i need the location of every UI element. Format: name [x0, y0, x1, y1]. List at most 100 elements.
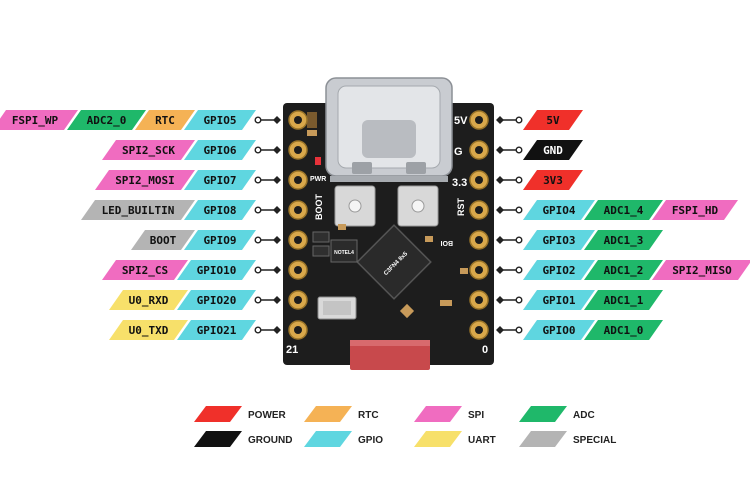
pin-label-text: GND — [543, 144, 563, 157]
pin-label-badge — [177, 320, 256, 340]
pin-hole — [294, 116, 302, 124]
pin-hole — [475, 296, 483, 304]
legend-item-gpio: GPIO — [304, 431, 383, 447]
pin-connector-diamond — [273, 146, 281, 154]
pin-connector-dot — [515, 296, 523, 304]
pin-label-text: U0_RXD — [129, 294, 169, 307]
pin-label-adc1-3: ADC1_3 — [584, 230, 663, 250]
pin-label-gpio9: GPIO9 — [184, 230, 256, 250]
pin-connector-dot — [254, 296, 262, 304]
legend-item-special: SPECIAL — [519, 431, 616, 447]
pin-connector-diamond — [273, 266, 281, 274]
pin-connector-diamond — [496, 116, 504, 124]
pin-label-gpio4: GPIO4 — [523, 200, 595, 220]
legend-swatch — [194, 406, 242, 422]
component-smd — [440, 300, 452, 306]
legend-swatch — [304, 406, 352, 422]
pin-hole — [294, 296, 302, 304]
pin-label-text: FSPI_HD — [672, 204, 719, 217]
pin-label-gnd: GND — [523, 140, 583, 160]
pin-connector-dot — [515, 266, 523, 274]
legend: POWER RTC SPI ADC GROUND GPIO UART SPECIAL — [194, 406, 616, 447]
pin-label-text: ADC1_4 — [604, 204, 644, 217]
legend-label: ADC — [573, 410, 595, 421]
pin-label-text: ADC1_0 — [604, 324, 644, 337]
pin-connector-dot — [515, 116, 523, 124]
pin-label-badge — [523, 290, 595, 310]
pin-label-text: GPIO4 — [542, 204, 575, 217]
pin-label-badge — [184, 170, 256, 190]
pin-label-text: U0_TXD — [129, 324, 169, 337]
pin-label-badge — [584, 230, 663, 250]
pin-hole — [475, 236, 483, 244]
pin-connector-diamond — [273, 296, 281, 304]
esp32-chip — [356, 224, 432, 300]
pin-hole — [475, 176, 483, 184]
pin-label-badge — [584, 200, 663, 220]
legend-label: SPI — [468, 410, 484, 421]
pin-hole — [475, 206, 483, 214]
pin-connector-diamond — [496, 176, 504, 184]
legend-item-power: POWER — [194, 406, 287, 422]
pin-label-text: GPIO5 — [203, 114, 236, 127]
legend-swatch — [414, 431, 462, 447]
pin-hole — [294, 146, 302, 154]
pin-connector-diamond — [496, 326, 504, 334]
legend-label: GROUND — [248, 435, 292, 446]
right-bottom-number: 0 — [482, 344, 488, 356]
pin-label-badge — [652, 200, 738, 220]
component-smd — [307, 130, 317, 136]
pin-label-gpio0: GPIO0 — [523, 320, 595, 340]
esp32-c3-board: C3FN4 8x5 NOTEL4 PWR BOOT RST BOI 5V G 3… — [283, 77, 494, 370]
pin-connector-diamond — [273, 206, 281, 214]
pin-label-text: GPIO10 — [197, 264, 237, 277]
pin-hole — [475, 266, 483, 274]
pin-label-badge — [584, 290, 663, 310]
pin-label-text: SPI2_MOSI — [115, 174, 175, 187]
ceramic-antenna — [350, 340, 430, 346]
pin-label-badge — [184, 200, 256, 220]
pin-label-badge — [523, 140, 583, 160]
legend-swatch — [519, 406, 567, 422]
component-smd — [425, 236, 433, 242]
legend-item-uart: UART — [414, 431, 496, 447]
component-smd — [399, 303, 415, 319]
legend-item-adc: ADC — [519, 406, 595, 422]
pin-label-badge — [584, 260, 663, 280]
pin-label-badge — [109, 290, 188, 310]
pin-connector-diamond — [273, 236, 281, 244]
boi-label: BOI — [441, 239, 454, 246]
pin-connector-dot — [515, 326, 523, 334]
pin-connector-dot — [254, 146, 262, 154]
pin-label-gpio10: GPIO10 — [177, 260, 256, 280]
pin-label-badge — [652, 260, 750, 280]
legend-item-ground: GROUND — [194, 431, 292, 447]
pin-label-text: BOOT — [150, 234, 177, 247]
pin-connector-diamond — [273, 326, 281, 334]
pin-hole — [475, 326, 483, 334]
legend-label: RTC — [358, 410, 379, 421]
pin-connector-diamond — [273, 176, 281, 184]
pin-label-text: GPIO0 — [542, 324, 575, 337]
pin-label-text: RTC — [155, 114, 175, 127]
pin-label-badge — [0, 110, 78, 130]
pin-label-badge — [135, 110, 195, 130]
pin-header-group — [254, 110, 523, 340]
legend-item-spi: SPI — [414, 406, 484, 422]
pin-label-text: SPI2_SCK — [122, 144, 175, 157]
pin-label-text: ADC1_2 — [604, 264, 644, 277]
pin-connector-dot — [254, 266, 262, 274]
pin-connector-dot — [254, 326, 262, 334]
legend-label: POWER — [248, 410, 287, 421]
pin-label-badge — [109, 320, 188, 340]
component-smd — [338, 224, 346, 230]
component-smd — [307, 112, 317, 128]
pin-label-group: GPIO5RTCADC2_0FSPI_WPGPIO6SPI2_SCKGPIO7S… — [0, 110, 750, 340]
legend-label: GPIO — [358, 435, 383, 446]
pin-label-adc2-0: ADC2_0 — [67, 110, 146, 130]
legend-swatch — [304, 431, 352, 447]
pin-label-boot: BOOT — [131, 230, 195, 250]
pin-label-gpio21: GPIO21 — [177, 320, 256, 340]
pin-label-badge — [177, 260, 256, 280]
pin-connector-diamond — [496, 146, 504, 154]
